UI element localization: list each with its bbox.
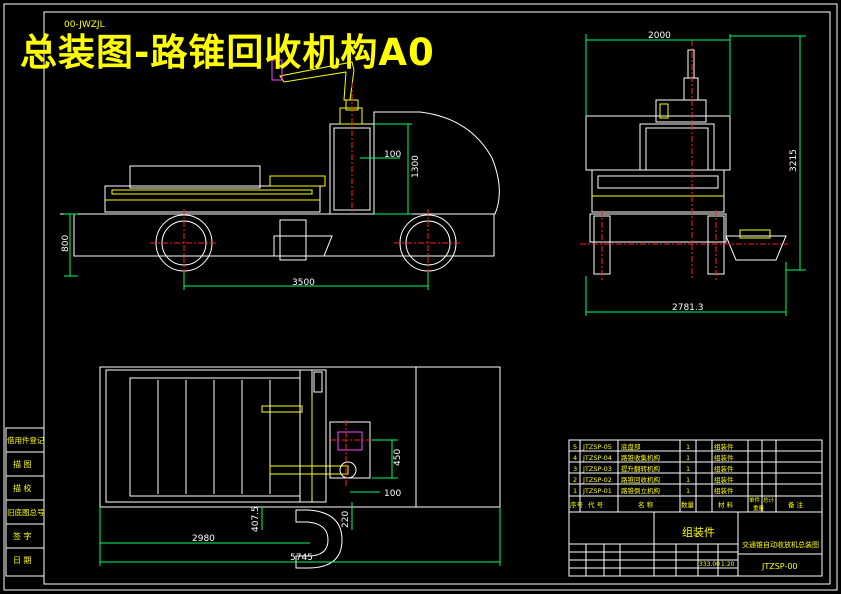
inner-border [43, 11, 831, 585]
drawing-title: 总装图-路锥回收机构A0 [20, 31, 435, 74]
row-2-note: 组装件 [714, 453, 734, 462]
side-panel-4: 签 字 [13, 531, 32, 541]
row-3-no: 3 [573, 465, 577, 473]
dim-front-width: 3500 [292, 278, 315, 288]
row-1-code: JTZSP-05 [582, 443, 612, 451]
dim-front-height-left: 800 [61, 235, 71, 252]
header-code: 代 号 [588, 500, 604, 509]
row-1-qty: 1 [686, 443, 690, 451]
row-3-qty: 1 [686, 465, 690, 473]
rear-hood [373, 111, 500, 215]
row-5-name: 路锥倒立机构 [621, 486, 661, 495]
side-dimensions [585, 34, 806, 316]
dim-front-box-height: 1300 [411, 155, 421, 178]
row-5-no: 1 [573, 487, 577, 495]
row-4-name: 路锥回收机构 [621, 475, 661, 484]
plan-centerlines [330, 420, 372, 486]
side-centerlines [580, 40, 788, 280]
dim-plan-small: 220 [341, 511, 351, 528]
row-5-code: JTZSP-01 [582, 487, 612, 495]
dim-side-bottom-width: 2781.3 [672, 303, 704, 313]
left-record-panel [5, 427, 45, 577]
row-5-note: 组装件 [714, 486, 734, 495]
dim-plan-total-width: 5745 [290, 553, 313, 563]
outer-border [3, 3, 838, 591]
row-3-name: 提升翻转机构 [621, 464, 661, 473]
front-view [60, 59, 500, 272]
dim-side-height: 3215 [789, 149, 799, 172]
dim-side-top-width: 2000 [648, 31, 671, 41]
front-centerlines [150, 82, 462, 277]
row-1-no: 5 [573, 443, 577, 451]
header-total: 总计 [763, 496, 775, 504]
dim-plan-height-right: 450 [393, 449, 403, 466]
dim-front-box-offset: 100 [384, 150, 401, 160]
header-weight: 重量 [753, 504, 765, 512]
plan-view [99, 366, 501, 569]
scale-value: 1:20 [721, 561, 735, 568]
dim-plan-left-small: 407.5 [251, 506, 261, 532]
side-panel-3: 旧底图总号 [7, 507, 45, 517]
drawing-code: JTZSP-00 [761, 562, 798, 571]
header-no: 序号 [570, 500, 584, 509]
row-2-no: 4 [573, 454, 577, 462]
header-remark: 备 注 [788, 500, 804, 509]
row-4-qty: 1 [686, 476, 690, 484]
header-qty: 数量 [681, 500, 695, 509]
row-2-name: 路锥收集机构 [621, 453, 661, 462]
weight-value: 333.00 [699, 561, 720, 568]
code-tag: 00-JWZJL [64, 20, 105, 30]
dim-plan-offset-right: 100 [384, 489, 401, 499]
side-view [585, 49, 787, 275]
parts-table-grid [568, 439, 823, 577]
front-dimensions [64, 123, 429, 290]
row-1-note: 组装件 [714, 442, 734, 451]
header-unit: 单件 [749, 496, 761, 504]
row-3-code: JTZSP-03 [582, 465, 612, 473]
row-2-qty: 1 [686, 454, 690, 462]
row-3-note: 组装件 [714, 464, 734, 473]
row-1-name: 底盘部 [621, 442, 641, 451]
side-panel-2: 描 校 [13, 483, 32, 493]
dim-plan-inner-width: 2980 [192, 534, 215, 544]
assembly-label: 组装件 [682, 525, 715, 539]
row-4-note: 组装件 [714, 475, 734, 484]
header-material: 材 料 [718, 500, 734, 509]
plan-dimensions [99, 439, 501, 566]
row-4-code: JTZSP-02 [582, 476, 612, 484]
side-panel-5: 日 期 [13, 556, 32, 565]
plan-cone-chute [295, 509, 343, 569]
side-panel-1: 描 图 [13, 459, 32, 469]
side-panel-0: 借用件登记 [7, 435, 45, 445]
row-2-code: JTZSP-04 [582, 454, 612, 462]
parts-table-rows: 5 JTZSP-05 底盘部 1 组装件 4 JTZSP-04 路锥收集机构 1… [573, 442, 734, 495]
row-4-no: 2 [573, 476, 577, 484]
drawing-name: 交通锥自动收放机总装图 [742, 540, 819, 549]
row-5-qty: 1 [686, 487, 690, 495]
header-name: 名 称 [638, 500, 654, 509]
parts-table-header: 序号 代 号 名 称 数量 材 料 单件 总计 重量 备 注 [570, 496, 804, 512]
